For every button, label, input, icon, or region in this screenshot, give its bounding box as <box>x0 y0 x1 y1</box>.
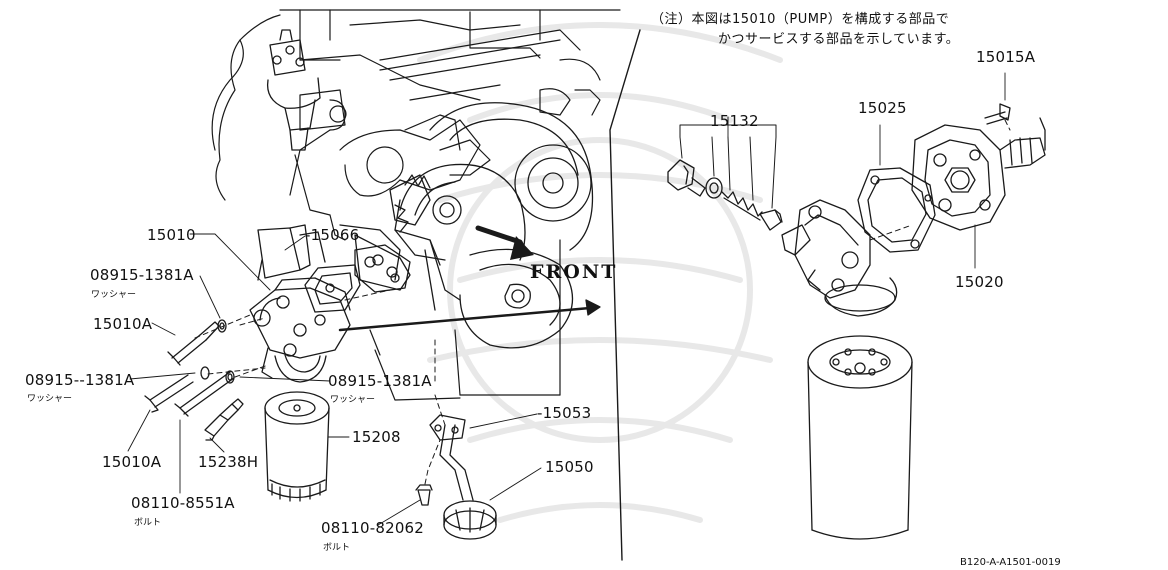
pump-gasket-15066 <box>304 264 361 313</box>
oil-strainer-15050 <box>439 424 497 540</box>
label-15238H: 15238H <box>198 453 259 471</box>
engine-mount-area <box>257 224 441 291</box>
label-washer-right: ワッシャー <box>330 395 376 405</box>
note-line-1: （注）本図は15010（PUMP）を構成する部品で <box>651 12 950 27</box>
bolt-15010A-bottom <box>144 374 194 413</box>
oil-pump-assembly <box>249 277 351 383</box>
panel-divider <box>609 29 641 561</box>
alignment-lines-right <box>869 119 1011 241</box>
label-15015A: 15015A <box>976 48 1036 66</box>
front-direction-arrow <box>338 225 601 332</box>
label-15025: 15025 <box>858 99 907 117</box>
label-08915-1381A-top: 08915-1381A <box>90 266 194 284</box>
label-15050: 15050 <box>545 458 594 476</box>
relief-spring <box>721 191 763 221</box>
diagram-code: B120-A-A1501-0019 <box>960 557 1061 568</box>
label-15066: -15066 <box>305 226 360 244</box>
washer-left <box>200 366 210 380</box>
block-gasket <box>354 244 411 293</box>
oil-pressure-switch-15238H <box>204 398 244 441</box>
label-15208: 15208 <box>352 428 401 446</box>
label-bolt-left: ボルト <box>134 518 162 528</box>
strainer-gasket-15053 <box>429 414 466 441</box>
distributor-part <box>266 29 321 151</box>
leader-lines-left <box>127 233 542 526</box>
relief-washer <box>705 177 723 199</box>
front-label: FRONT <box>530 261 618 283</box>
relief-plunger <box>759 209 783 231</box>
label-15053: -15053 <box>537 404 592 422</box>
washer-right <box>225 370 235 384</box>
label-08110-8551A: 08110-8551A <box>131 494 235 512</box>
label-15010A-bottom: 15010A <box>102 453 162 471</box>
oil-filter-15208 <box>264 391 330 502</box>
pump-cover-15020 <box>911 117 1046 231</box>
bolt-15015A <box>984 103 1011 125</box>
label-bolt-right: ボルト <box>323 543 351 553</box>
relief-valve-plug <box>667 159 706 197</box>
label-08915-1381A-right: 08915-1381A <box>328 372 432 390</box>
label-15020: 15020 <box>955 273 1004 291</box>
label-15010: 15010 <box>147 226 196 244</box>
label-15010A-mid: 15010A <box>93 315 153 333</box>
alignment-lines <box>194 289 446 485</box>
label-08915-1381A-left: 08915--1381A <box>25 371 135 389</box>
label-08110-82062: 08110-82062 <box>321 519 425 537</box>
watermark-emblem <box>417 22 783 523</box>
engine-block <box>211 9 621 401</box>
oil-filter-right <box>807 335 913 540</box>
bolt-15010A-mid <box>167 321 220 366</box>
leader-lines-right <box>727 72 1006 269</box>
pump-body-right <box>781 199 898 317</box>
bolt-08110-82062 <box>415 484 433 506</box>
label-washer-top: ワッシャー <box>91 290 137 300</box>
note-line-2: かつサービスする部品を示しています。 <box>718 32 960 47</box>
label-washer-left: ワッシャー <box>27 394 73 404</box>
pump-gasket-15025 <box>857 167 936 253</box>
label-15132: 15132 <box>710 112 759 130</box>
bolt-08110-8551A <box>174 371 235 417</box>
